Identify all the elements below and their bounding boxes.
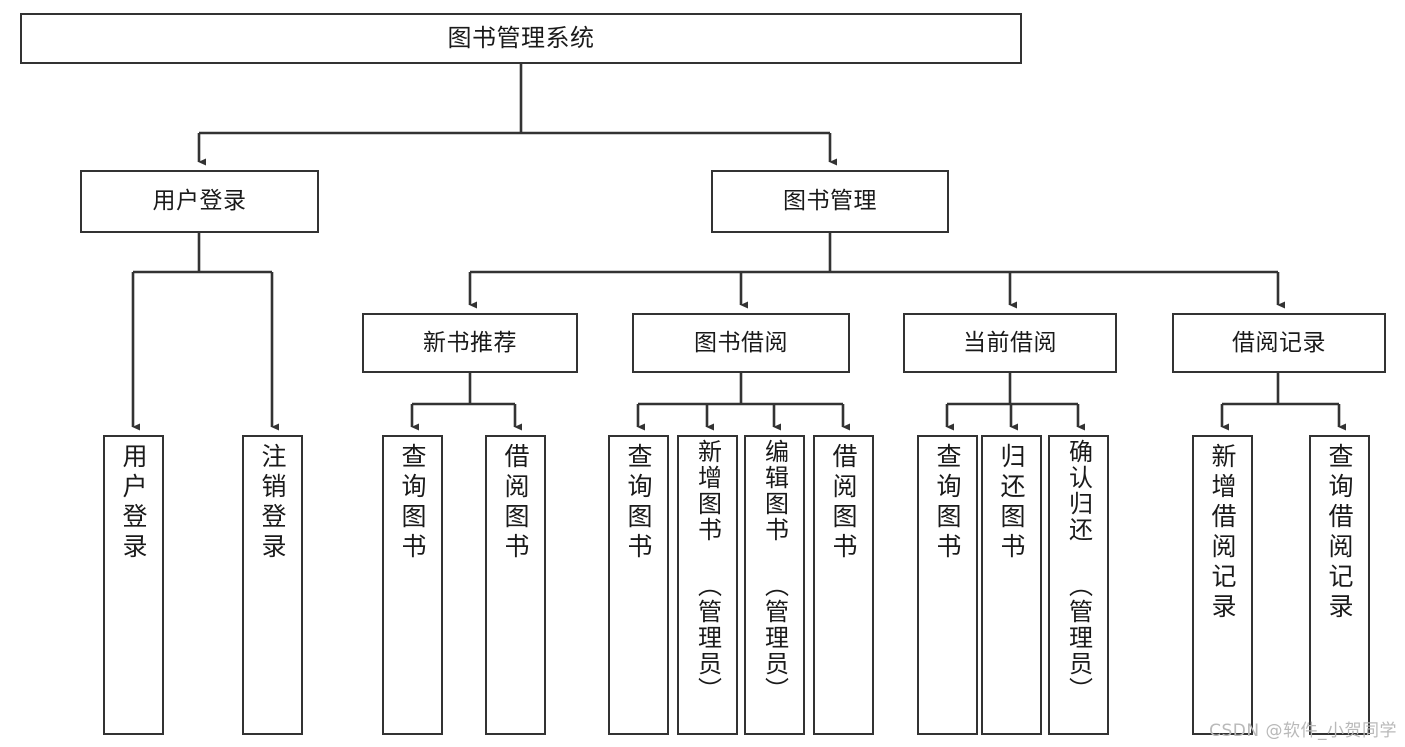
node-root-book-management-system[interactable]: 图书管理系统 <box>20 13 1022 64</box>
node-leaf-query-book-recommend[interactable]: 查询图书 <box>382 435 443 735</box>
csdn-watermark: CSDN @软件_小贺同学 <box>1209 721 1397 741</box>
node-label: 图书管理 <box>783 188 877 215</box>
node-leaf-borrow-book[interactable]: 借阅图书 <box>813 435 874 735</box>
node-label: 借阅记录 <box>1232 329 1326 356</box>
node-leaf-edit-book-admin[interactable]: 编辑图书 （管理员） <box>744 435 805 735</box>
node-label: 归还图书 <box>997 443 1026 563</box>
node-label: 新书推荐 <box>423 329 517 356</box>
node-leaf-query-book-current[interactable]: 查询图书 <box>917 435 978 735</box>
node-leaf-confirm-return-admin[interactable]: 确认归还 （管理员） <box>1048 435 1109 735</box>
node-leaf-borrow-book-recommend[interactable]: 借阅图书 <box>485 435 546 735</box>
node-borrow-record[interactable]: 借阅记录 <box>1172 313 1386 373</box>
node-leaf-add-book-admin[interactable]: 新增图书 （管理员） <box>677 435 738 735</box>
node-label: 查询图书 <box>933 443 962 563</box>
node-leaf-user-login[interactable]: 用户登录 <box>103 435 164 735</box>
node-book-management[interactable]: 图书管理 <box>711 170 949 233</box>
node-leaf-return-book[interactable]: 归还图书 <box>981 435 1042 735</box>
node-book-borrow[interactable]: 图书借阅 <box>632 313 850 373</box>
node-label: 编辑图书 （管理员） <box>760 439 789 703</box>
node-label: 新增图书 （管理员） <box>693 439 722 703</box>
node-new-book-recommend[interactable]: 新书推荐 <box>362 313 578 373</box>
node-label: 用户登录 <box>119 443 148 563</box>
node-leaf-query-borrow-record[interactable]: 查询借阅记录 <box>1309 435 1370 735</box>
node-label: 图书管理系统 <box>447 23 595 52</box>
node-label: 查询图书 <box>624 443 653 563</box>
node-label: 查询图书 <box>398 443 427 563</box>
node-leaf-add-borrow-record[interactable]: 新增借阅记录 <box>1192 435 1253 735</box>
node-label: 注销登录 <box>258 443 287 563</box>
node-user-login[interactable]: 用户登录 <box>80 170 319 233</box>
node-label: 借阅图书 <box>829 443 858 563</box>
node-leaf-logout[interactable]: 注销登录 <box>242 435 303 735</box>
node-label: 用户登录 <box>152 188 247 215</box>
node-current-borrow[interactable]: 当前借阅 <box>903 313 1117 373</box>
node-leaf-query-book-borrow[interactable]: 查询图书 <box>608 435 669 735</box>
node-label: 当前借阅 <box>963 329 1057 356</box>
node-label: 确认归还 （管理员） <box>1064 439 1093 703</box>
node-label: 查询借阅记录 <box>1325 443 1354 623</box>
node-label: 借阅图书 <box>501 443 530 563</box>
node-label: 图书借阅 <box>694 329 788 356</box>
node-label: 新增借阅记录 <box>1208 443 1237 623</box>
